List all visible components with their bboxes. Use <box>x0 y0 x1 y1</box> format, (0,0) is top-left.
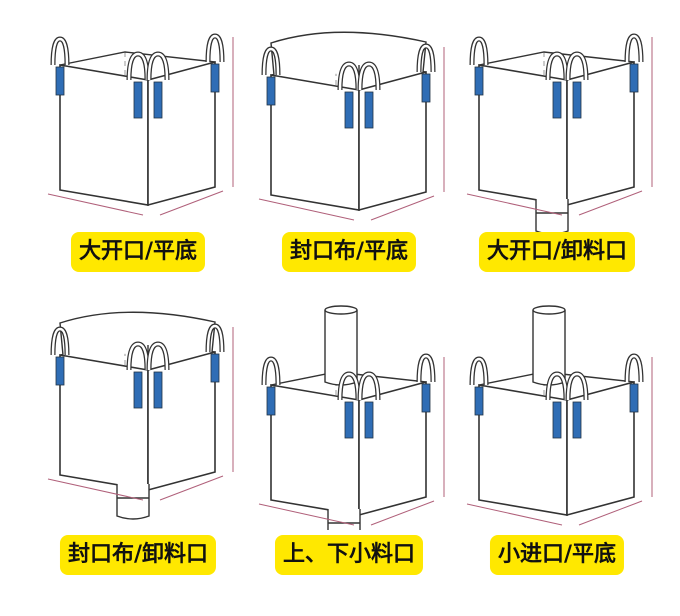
strap <box>344 401 354 439</box>
bag-body-side <box>358 70 427 212</box>
discharge-spout <box>116 484 150 520</box>
strap <box>572 401 582 439</box>
strap <box>572 81 582 119</box>
bag-illustration <box>47 311 234 520</box>
strap <box>629 383 639 413</box>
strap <box>552 81 562 119</box>
discharge-spout <box>535 199 569 235</box>
strap <box>153 371 163 409</box>
dimension-lines <box>466 37 653 216</box>
dimension-lines <box>258 47 445 221</box>
strap <box>133 81 143 119</box>
bag-illustration <box>258 31 445 221</box>
bag-body-side <box>147 60 216 207</box>
strap <box>364 91 374 129</box>
strap <box>133 371 143 409</box>
strap <box>55 356 65 386</box>
bag-illustration <box>47 33 234 216</box>
bag-type-skirt-top-flat-bottom: 封口布/平底 <box>236 20 462 320</box>
bag-body-side <box>566 380 635 517</box>
strap <box>552 401 562 439</box>
strap <box>344 91 354 129</box>
strap <box>421 383 431 413</box>
bag-label: 封口布/卸料口 <box>59 535 217 575</box>
dimension-lines <box>47 37 234 216</box>
bag-illustration <box>466 33 653 235</box>
strap <box>629 63 639 93</box>
bag-label: 上、下小料口 <box>274 535 424 575</box>
bag-type-top-bottom-spouts: 上、下小料口 <box>236 300 462 600</box>
bag-body-side <box>566 60 635 207</box>
dimension-lines <box>466 357 653 526</box>
dimension-lines <box>258 357 445 526</box>
strap <box>474 66 484 96</box>
bag-illustration <box>466 305 653 526</box>
bag-label: 小进口/平底 <box>489 535 625 575</box>
strap <box>266 76 276 106</box>
strap <box>210 63 220 93</box>
bag-body-side <box>147 350 216 492</box>
strap <box>266 386 276 416</box>
bag-label: 封口布/平底 <box>281 232 417 272</box>
bag-label: 大开口/平底 <box>70 232 206 272</box>
bag-type-inlet-spout-flat-bottom: 小进口/平底 <box>444 300 670 600</box>
bag-illustration <box>258 305 445 530</box>
bag-body-side <box>358 380 427 517</box>
strap <box>421 73 431 103</box>
strap <box>55 66 65 96</box>
strap <box>364 401 374 439</box>
bag-label: 大开口/卸料口 <box>478 232 636 272</box>
dimension-lines <box>47 327 234 501</box>
bag-type-open-top-flat-bottom: 大开口/平底 <box>25 20 251 320</box>
bag-type-skirt-top-discharge-spout: 封口布/卸料口 <box>25 300 251 600</box>
strap <box>474 386 484 416</box>
discharge-spout <box>327 509 361 530</box>
strap <box>210 353 220 383</box>
strap <box>153 81 163 119</box>
bag-type-open-top-discharge-spout: 大开口/卸料口 <box>444 20 670 320</box>
